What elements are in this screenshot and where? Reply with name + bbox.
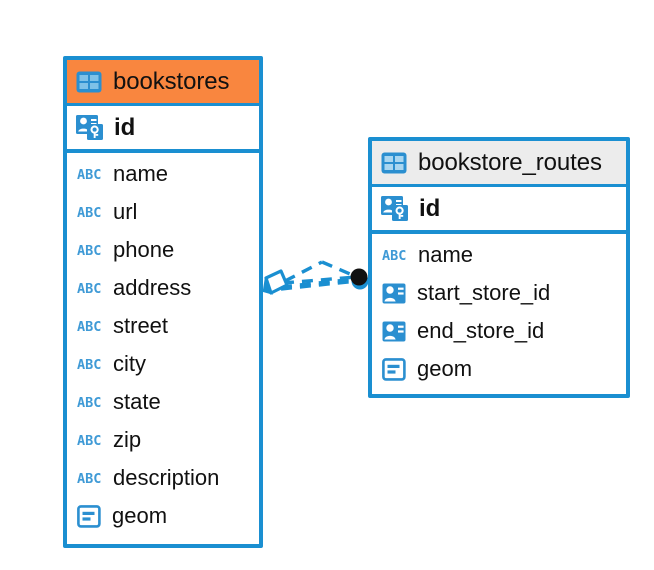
field-name: street [113, 313, 169, 338]
relationship-line-lower [280, 279, 358, 291]
field-name: geom [112, 503, 168, 528]
abc-text-icon: ABC [77, 206, 101, 219]
field-name: description [113, 465, 220, 490]
abc-text-icon: ABC [77, 320, 101, 333]
table-icon [76, 71, 102, 92]
entity-header-bookstores[interactable]: bookstores [67, 60, 259, 106]
svg-text:ABC: ABC [77, 472, 101, 485]
svg-text:ABC: ABC [77, 358, 101, 371]
field-name: id [114, 113, 136, 141]
field-name: phone [113, 237, 175, 262]
geometry-icon [77, 504, 101, 528]
field-row-primary-key[interactable]: id [67, 106, 259, 153]
svg-text:ABC: ABC [77, 206, 101, 219]
entity-header-bookstore-routes[interactable]: bookstore_routes [372, 141, 626, 187]
field-name: start_store_id [417, 280, 551, 305]
svg-text:ABC: ABC [77, 168, 101, 181]
relationship-line-upper [282, 275, 357, 285]
field-row-phone[interactable]: ABC phone [67, 231, 259, 269]
abc-text-icon: ABC [77, 282, 101, 295]
field-name: url [113, 199, 138, 224]
field-row-name[interactable]: ABC name [67, 155, 259, 193]
relationship-fan-top [284, 260, 323, 283]
svg-text:ABC: ABC [77, 244, 101, 257]
field-row-description[interactable]: ABC description [67, 459, 259, 497]
entity-title: bookstore_routes [418, 148, 602, 176]
svg-text:ABC: ABC [77, 396, 101, 409]
relationship-fan-top2 [321, 260, 358, 279]
field-row-zip[interactable]: ABC zip [67, 421, 259, 459]
field-name: state [113, 389, 161, 414]
abc-text-icon: ABC [77, 244, 101, 257]
field-row-geom[interactable]: geom [67, 497, 259, 535]
field-row-city[interactable]: ABC city [67, 345, 259, 383]
field-row-street[interactable]: ABC street [67, 307, 259, 345]
svg-text:ABC: ABC [77, 434, 101, 447]
entity-fields-bookstores: ABC name ABC url ABC phone ABC address A… [67, 153, 259, 537]
field-row-url[interactable]: ABC url [67, 193, 259, 231]
relationship-source-diamond [262, 269, 289, 295]
field-name: zip [113, 427, 142, 452]
abc-text-icon: ABC [77, 472, 101, 485]
foreign-key-icon [382, 283, 406, 303]
field-row-address[interactable]: ABC address [67, 269, 259, 307]
entity-title: bookstores [113, 67, 230, 95]
field-name: name [418, 242, 474, 267]
field-name: city [113, 351, 146, 376]
abc-text-icon: ABC [77, 434, 101, 447]
relationship-line-middle [280, 277, 357, 289]
field-name: name [113, 161, 169, 186]
primary-key-icon [381, 195, 408, 221]
field-row-end-store-id[interactable]: end_store_id [372, 312, 626, 350]
field-name: address [113, 275, 192, 300]
svg-text:ABC: ABC [77, 320, 101, 333]
entity-fields-bookstore-routes: ABC name start_store_id end_store_i [372, 234, 626, 390]
svg-text:ABC: ABC [382, 249, 406, 262]
abc-text-icon: ABC [77, 358, 101, 371]
entity-bookstores[interactable]: bookstores id ABC name ABC url [63, 56, 263, 548]
foreign-key-icon [382, 321, 406, 341]
abc-text-icon: ABC [77, 396, 101, 409]
field-row-state[interactable]: ABC state [67, 383, 259, 421]
relationship-target-circle [350, 268, 369, 290]
field-row-geom[interactable]: geom [372, 350, 626, 388]
geometry-icon [382, 357, 406, 381]
field-name: end_store_id [417, 318, 545, 343]
field-row-name[interactable]: ABC name [372, 236, 626, 274]
field-row-primary-key[interactable]: id [372, 187, 626, 234]
entity-bookstore-routes[interactable]: bookstore_routes id ABC name [368, 137, 630, 398]
abc-text-icon: ABC [77, 168, 101, 181]
primary-key-icon [76, 114, 103, 140]
table-icon [381, 152, 407, 173]
field-row-start-store-id[interactable]: start_store_id [372, 274, 626, 312]
svg-text:ABC: ABC [77, 282, 101, 295]
field-name: id [419, 194, 441, 222]
abc-text-icon: ABC [382, 249, 406, 262]
field-name: geom [417, 356, 473, 381]
